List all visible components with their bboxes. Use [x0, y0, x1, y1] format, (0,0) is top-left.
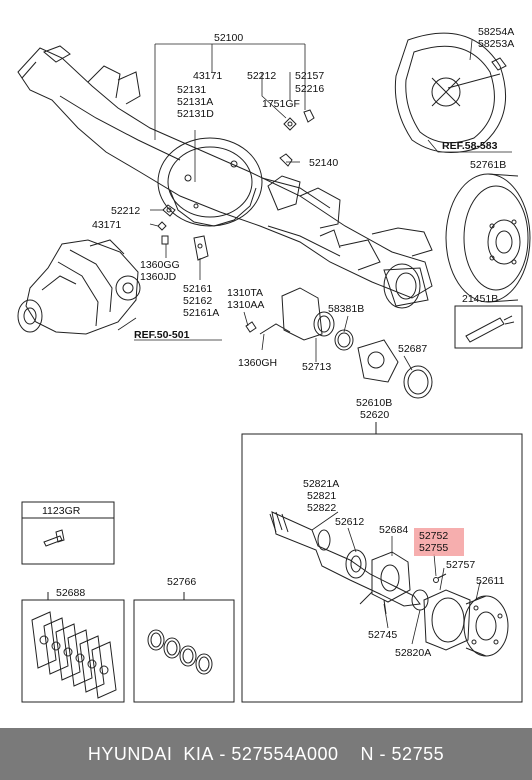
- label-52611: 52611: [476, 575, 505, 587]
- label-52757: 52757: [446, 559, 475, 571]
- label-1360GH: 1360GH: [238, 357, 277, 369]
- axle-shaft-box: [241, 422, 523, 703]
- label-52610B: 52610B: [356, 397, 392, 409]
- label-52620: 52620: [360, 409, 389, 421]
- footer-code: 52755: [391, 743, 445, 764]
- label-58254A: 58254A: [478, 26, 514, 38]
- label-52131D: 52131D: [177, 108, 214, 120]
- label-1360GG: 1360GG: [140, 259, 180, 271]
- axle-housing: [17, 45, 433, 309]
- label-1360JD: 1360JD: [140, 271, 177, 283]
- label-52752: 52752: [419, 530, 448, 542]
- footer-gap: [339, 744, 361, 765]
- label-52766: 52766: [167, 576, 196, 588]
- label-43171: 43171: [92, 219, 121, 231]
- ref-label-58-583: REF.58-583: [442, 140, 498, 152]
- parts-diagram: 52100 43171 52212 52157 52216 52131 5213…: [17, 26, 531, 703]
- ref-label-50-501: REF.50-501: [134, 329, 190, 341]
- brake-drum: [445, 173, 531, 303]
- label-52821A: 52821A: [303, 478, 339, 490]
- label-52212: 52212: [247, 70, 276, 82]
- footer-part-number: 527554A000: [231, 743, 339, 764]
- label-52687: 52687: [398, 343, 427, 355]
- label-1123GR: 1123GR: [42, 505, 81, 517]
- label-21451B: 21451B: [462, 293, 498, 305]
- label-52820A: 52820A: [395, 647, 431, 659]
- label-52713: 52713: [302, 361, 331, 373]
- label-52161A: 52161A: [183, 307, 219, 319]
- label-52755: 52755: [419, 542, 448, 554]
- label-52162: 52162: [183, 295, 212, 307]
- label-1310AA: 1310AA: [227, 299, 264, 311]
- footer-bar: HYUNDAI KIA - 527554A000 N - 52755: [0, 728, 532, 780]
- label-52100: 52100: [214, 32, 243, 44]
- label-52688: 52688: [56, 587, 85, 599]
- label-52612: 52612: [335, 516, 364, 528]
- label-52216: 52216: [295, 83, 324, 95]
- highlight-box: [414, 528, 464, 556]
- oring-box: [133, 592, 235, 703]
- label-52212: 52212: [111, 205, 140, 217]
- differential-carrier: [17, 239, 141, 335]
- part-labels: 52100 43171 52212 52157 52216 52131 5213…: [42, 26, 514, 659]
- footer-separator: -: [374, 743, 392, 764]
- label-52822: 52822: [307, 502, 336, 514]
- label-52821: 52821: [307, 490, 336, 502]
- grease-box: [454, 305, 523, 349]
- label-43171: 43171: [193, 70, 222, 82]
- label-1310TA: 1310TA: [227, 287, 263, 299]
- label-58253A: 58253A: [478, 38, 514, 50]
- bolt-box: [21, 501, 115, 565]
- leader-lines: [117, 39, 512, 645]
- label-52140: 52140: [309, 157, 338, 169]
- label-58381B: 58381B: [328, 303, 364, 315]
- label-52131: 52131: [177, 84, 206, 96]
- bracket-and-seal: [259, 287, 433, 399]
- gasket-box: [21, 592, 125, 703]
- footer-prefix: N: [360, 743, 375, 764]
- footer-separator: -: [213, 743, 232, 764]
- label-52161: 52161: [183, 283, 212, 295]
- label-52761B: 52761B: [470, 159, 506, 171]
- footer-brand: HYUNDAI KIA: [87, 743, 214, 764]
- label-1751GF: 1751GF: [262, 98, 300, 110]
- label-52684: 52684: [379, 524, 408, 536]
- label-52131A: 52131A: [177, 96, 213, 108]
- backing-plate: [394, 32, 507, 153]
- label-52157: 52157: [295, 70, 324, 82]
- label-52745: 52745: [368, 629, 397, 641]
- housing-hardware: [157, 109, 315, 333]
